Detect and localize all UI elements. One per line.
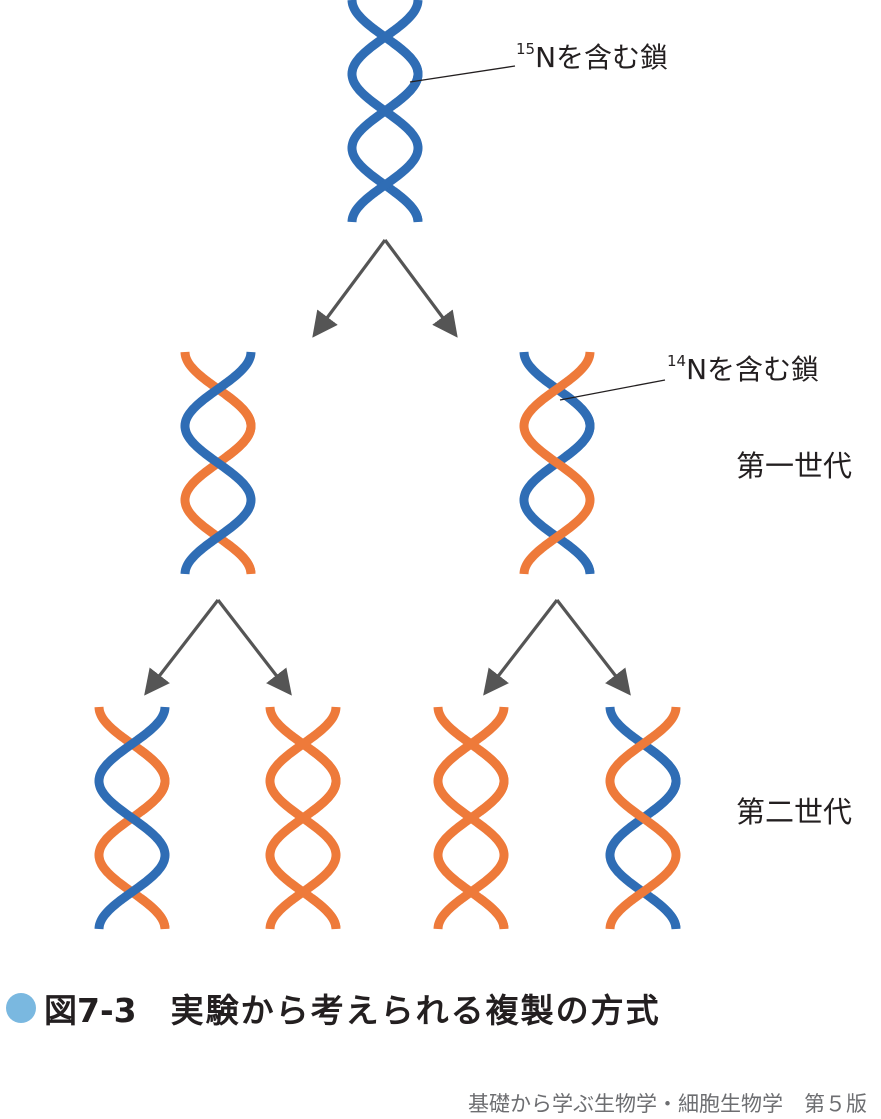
n14-strand: [433, 706, 509, 930]
generation2-label: 第二世代: [736, 795, 853, 829]
n14-strand-overlap: [476, 894, 509, 929]
replication-arrow-1: [312, 239, 387, 338]
dna-helix-gen2-d: [605, 706, 681, 930]
n15-strand: [180, 351, 256, 575]
figure-number: 図7-3: [44, 991, 137, 1030]
n15-strand: [94, 706, 170, 930]
n14-strand: [605, 706, 681, 930]
n15-strand-overlap: [390, 39, 423, 109]
replication-arrow-3: [144, 599, 220, 696]
source-credit: 基礎から学ぶ生物学・細胞生物学 第５版: [468, 1092, 867, 1116]
n14-strand-overlap: [308, 746, 341, 816]
n14-strand-overlap: [223, 391, 256, 461]
n15-strand-overlap: [562, 391, 595, 461]
caption-bullet-icon: [6, 993, 36, 1023]
n15-strand-overlap: [648, 894, 681, 929]
dna-helix-gen2-b: [265, 706, 341, 930]
n14-strand-overlap: [308, 894, 341, 929]
replication-arrow-4: [216, 599, 292, 696]
n14-strand-overlap: [223, 539, 256, 574]
replication-arrow-5: [483, 599, 559, 696]
dna-helix-gen1-right: [519, 351, 595, 575]
dna-helix-gen2-c: [433, 706, 509, 930]
generation1-label: 第一世代: [736, 449, 853, 483]
n14-strand-label: 14Nを含む鎖: [667, 352, 820, 386]
n14-leader-line: [559, 379, 666, 401]
replication-arrow-6: [555, 599, 631, 696]
dna-helix-parent: [347, 0, 423, 223]
figure-title: 実験から考えられる複製の方式: [170, 991, 661, 1030]
n15-strand-overlap: [562, 539, 595, 574]
n14-strand-overlap: [137, 894, 170, 929]
n15-leader-line: [409, 65, 516, 83]
n14-strand-overlap: [476, 746, 509, 816]
figure-caption: 図7-3 実験から考えられる複製の方式: [6, 984, 661, 1032]
n15-strand-overlap: [648, 746, 681, 816]
n15-strand: [347, 0, 423, 223]
n14-strand: [519, 351, 595, 575]
replication-arrow-2: [383, 239, 458, 338]
n14-strand: [265, 706, 341, 930]
dna-helix-gen1-left: [180, 351, 256, 575]
n15-strand-overlap: [390, 187, 423, 222]
n15-strand-label: 15Nを含む鎖: [516, 40, 669, 74]
dna-helix-gen2-a: [94, 706, 170, 930]
n14-strand-overlap: [137, 746, 170, 816]
